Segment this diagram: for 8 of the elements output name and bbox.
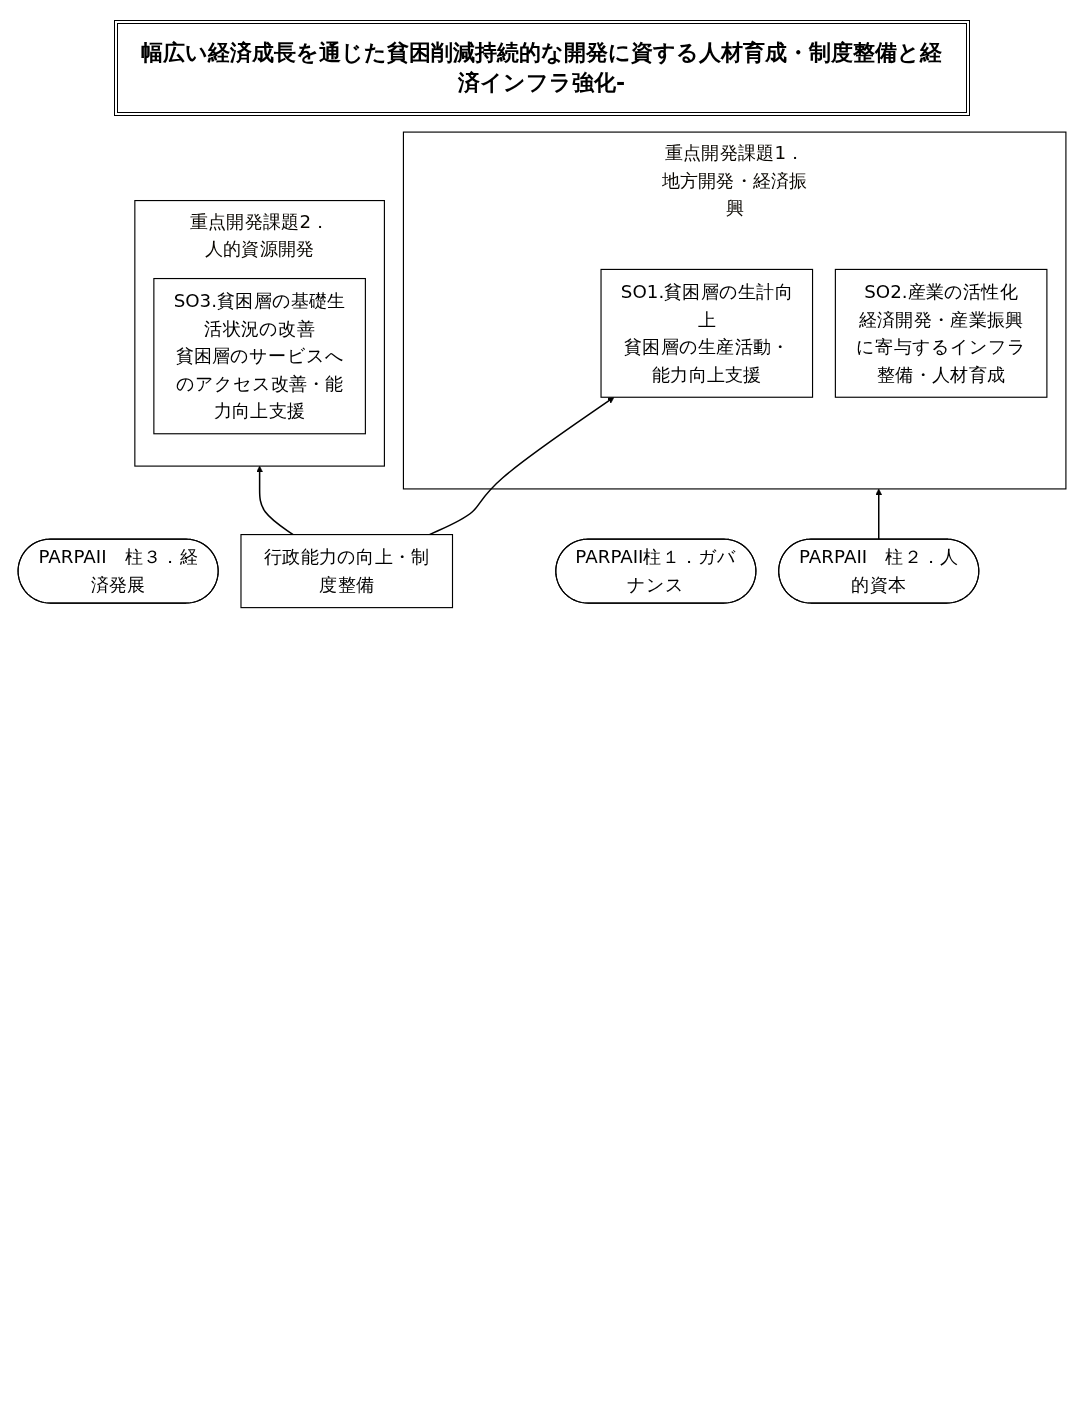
node-box: 行政能力の向上・制度整備 <box>239 534 453 609</box>
arrow <box>255 465 294 536</box>
arrow <box>874 488 882 540</box>
node-box: SO1.貧困層の生計向上 貧困層の生産活動・能力向上支援 <box>599 268 813 398</box>
node-box: SO2.産業の活性化 経済開発・産業振興に寄与するインフラ整備・人材育成 <box>834 268 1047 398</box>
diagram-title: 幅広い経済成長を通じた貧困削減持続的な開発に資する人材育成・制度整備と経済インフラ強化- <box>113 20 970 116</box>
arrow <box>428 396 614 536</box>
node-box: SO3.貧困層の基礎生活状況の改善 貧困層のサービスへのアクセス改善・能力向上支援 <box>152 278 366 435</box>
